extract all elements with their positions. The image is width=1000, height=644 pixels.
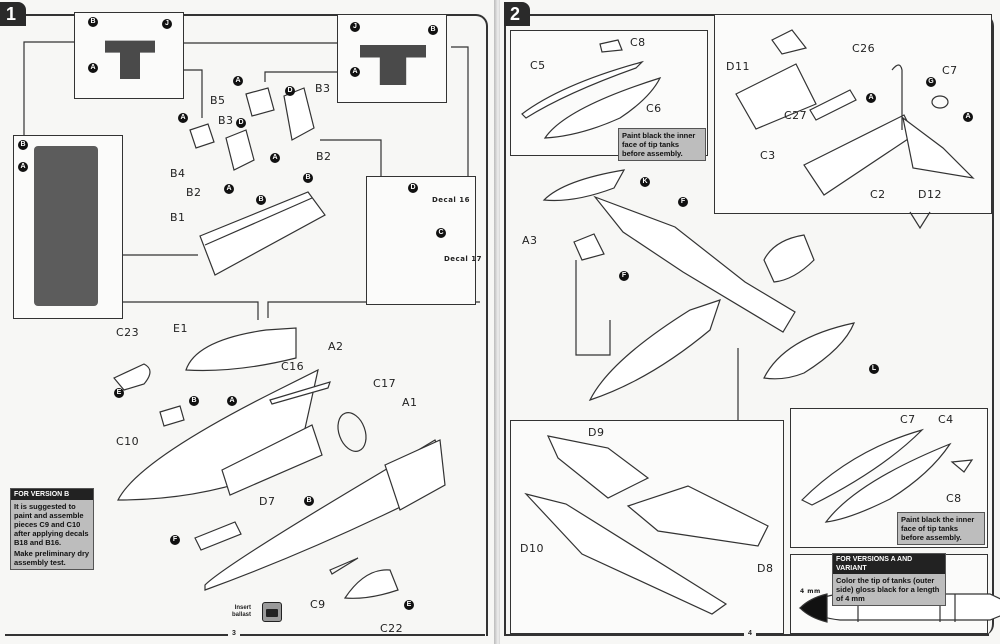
- part-label: A3: [522, 234, 538, 247]
- weight-icon: [262, 602, 282, 622]
- callout-marker: A: [350, 67, 360, 77]
- part-label: D10: [520, 542, 544, 555]
- ballast-label-line1: Insert: [234, 605, 252, 611]
- part-label: C8: [630, 36, 646, 49]
- instruction-page-right: 2: [500, 0, 1000, 644]
- callout-marker: B: [88, 17, 98, 27]
- callout-marker: A: [178, 113, 188, 123]
- callout-marker: A: [18, 162, 28, 172]
- step-2-line-art: [521, 29, 1000, 623]
- step-number-badge: 1: [0, 2, 27, 26]
- callout-marker: L: [869, 364, 879, 374]
- cockpit-floor-decal: [34, 146, 98, 306]
- part-label: E1: [173, 322, 188, 335]
- callout-marker: A: [227, 396, 237, 406]
- part-label: C22: [380, 622, 404, 635]
- page-bottom-rule: [5, 634, 485, 636]
- part-label: C5: [530, 59, 546, 72]
- note-body-2: Make preliminary dry assembly test.: [14, 549, 90, 567]
- callout-marker: F: [619, 271, 629, 281]
- version-b-note: For version B It is suggested to paint a…: [10, 488, 94, 570]
- tip-tank-paint-note: Paint black the inner face of tip tanks …: [897, 512, 985, 545]
- callout-marker: A: [866, 93, 876, 103]
- part-label: B3: [315, 82, 331, 95]
- part-label: B1: [170, 211, 186, 224]
- part-label: C27: [784, 109, 808, 122]
- instrument-panel-decal: [105, 40, 155, 79]
- callout-marker: A: [224, 184, 234, 194]
- part-label: C7: [900, 413, 916, 426]
- book-gutter: [494, 0, 502, 644]
- part-label: D11: [726, 60, 750, 73]
- part-label: B3: [218, 114, 234, 127]
- cockpit-floor-box: [13, 135, 123, 319]
- callout-marker: D: [236, 118, 246, 128]
- note-heading: For versions A and variant: [833, 554, 945, 574]
- callout-marker: B: [303, 173, 313, 183]
- callout-marker: A: [233, 76, 243, 86]
- decal-label: Decal 16: [432, 196, 471, 204]
- step-1-frame: [4, 14, 488, 636]
- callout-marker: A: [963, 112, 973, 122]
- part-label: A1: [402, 396, 418, 409]
- callout-marker: B: [304, 496, 314, 506]
- part-label: C7: [942, 64, 958, 77]
- part-label: C23: [116, 326, 140, 339]
- part-label: C26: [852, 42, 876, 55]
- part-label: B2: [316, 150, 332, 163]
- part-label: C9: [310, 598, 326, 611]
- callout-marker: G: [926, 77, 936, 87]
- part-label: B4: [170, 167, 186, 180]
- callout-marker: E: [114, 388, 124, 398]
- part-label: C17: [373, 377, 397, 390]
- callout-marker: A: [88, 63, 98, 73]
- callout-marker: F: [170, 535, 180, 545]
- versions-a-note: For versions A and variant Color the tip…: [832, 553, 946, 606]
- instruction-page-left: 1: [0, 0, 496, 644]
- note-heading: For version B: [11, 489, 93, 500]
- callout-marker: D: [408, 183, 418, 193]
- step-number-badge: 2: [504, 2, 531, 26]
- callout-marker: B: [189, 396, 199, 406]
- callout-marker: B: [256, 195, 266, 205]
- part-label: C2: [870, 188, 886, 201]
- part-label: C6: [646, 102, 662, 115]
- part-label: B2: [186, 186, 202, 199]
- step-1-line-art: [23, 41, 480, 599]
- page-number: 4: [744, 630, 756, 637]
- part-label: A2: [328, 340, 344, 353]
- tank-tip-dimension: 4 mm: [800, 588, 821, 595]
- callout-marker: D: [285, 86, 295, 96]
- part-label: C3: [760, 149, 776, 162]
- callout-marker: B: [18, 140, 28, 150]
- callout-marker: B: [428, 25, 438, 35]
- note-body: It is suggested to paint and assemble pi…: [14, 502, 89, 547]
- part-label: D8: [757, 562, 774, 575]
- callout-marker: J: [162, 19, 172, 29]
- instrument-panel-decal: [360, 45, 426, 85]
- callout-marker: C: [436, 228, 446, 238]
- ballast-label-line2: ballast: [232, 612, 252, 618]
- callout-marker: J: [350, 22, 360, 32]
- page-number: 3: [228, 630, 240, 637]
- part-label: D12: [918, 188, 942, 201]
- seat-detail-box: [366, 176, 476, 305]
- callout-marker: F: [678, 197, 688, 207]
- part-label: C16: [281, 360, 305, 373]
- part-label: C10: [116, 435, 140, 448]
- note-body: Color the tip of tanks (outer side) glos…: [836, 576, 940, 603]
- part-label: C4: [938, 413, 954, 426]
- callout-marker: A: [270, 153, 280, 163]
- ballast-label: Insert ballast: [232, 605, 251, 619]
- part-label: D7: [259, 495, 276, 508]
- callout-marker: K: [640, 177, 650, 187]
- part-label: B5: [210, 94, 226, 107]
- tip-tank-paint-note: Paint black the inner face of tip tanks …: [618, 128, 706, 161]
- part-label: C8: [946, 492, 962, 505]
- callout-marker: E: [404, 600, 414, 610]
- decal-label: Decal 17: [444, 255, 483, 263]
- part-label: D9: [588, 426, 605, 439]
